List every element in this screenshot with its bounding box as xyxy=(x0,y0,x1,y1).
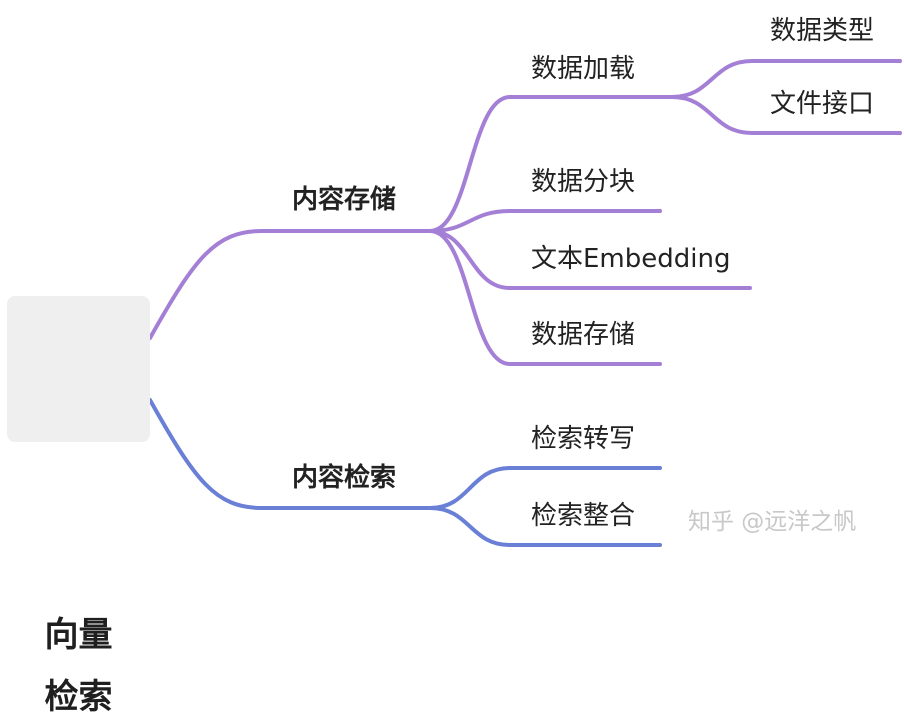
connector-load-to-types xyxy=(670,59,902,99)
node-content-retrieval: 内容检索 xyxy=(292,463,397,493)
node-data-loading: 数据加载 xyxy=(531,54,636,84)
node-file-interface: 文件接口 xyxy=(770,89,875,119)
watermark: 知乎 @远洋之帆 xyxy=(688,509,857,535)
root-node-line1: 向量 xyxy=(44,615,113,655)
node-data-types: 数据类型 xyxy=(770,16,875,46)
node-query-rewrite: 检索转写 xyxy=(531,424,636,454)
connector-retrieval-to-merge xyxy=(428,506,662,547)
node-text-embedding: 文本Embedding xyxy=(531,244,731,274)
connector-storage-to-datastore xyxy=(428,229,662,366)
root-node-line2: 检索 xyxy=(44,677,113,717)
connector-root-to-retrieval xyxy=(148,398,432,510)
node-content-storage: 内容存储 xyxy=(292,185,397,215)
connector-load-to-interface xyxy=(670,95,902,135)
connector-storage-to-embedding xyxy=(428,229,752,290)
connector-retrieval-to-rewrite xyxy=(428,466,662,510)
root-node: 向量 检索 xyxy=(7,296,150,714)
connector-root-to-storage xyxy=(148,229,432,340)
connector-storage-to-load xyxy=(428,95,674,233)
node-data-chunking: 数据分块 xyxy=(531,167,636,197)
node-data-storage: 数据存储 xyxy=(531,320,636,350)
mindmap-connectors xyxy=(148,59,902,547)
connector-storage-to-chunking xyxy=(428,209,662,233)
node-retrieval-merge: 检索整合 xyxy=(531,501,636,531)
